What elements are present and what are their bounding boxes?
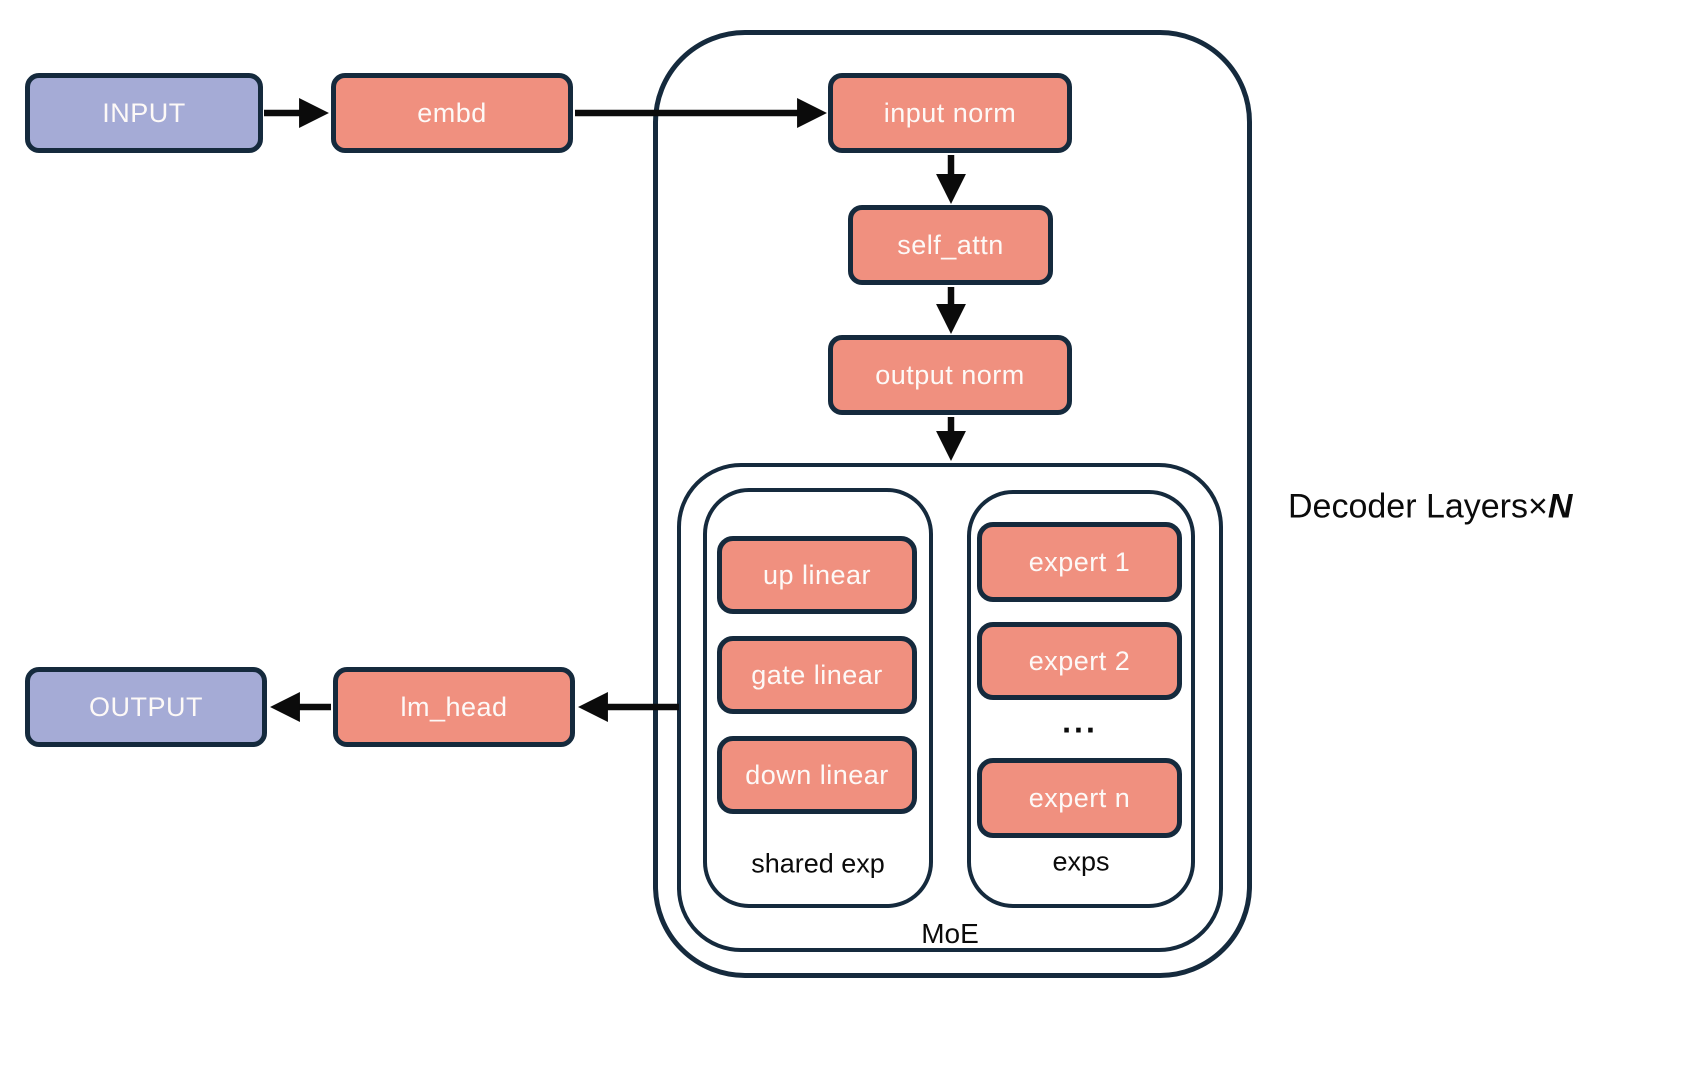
node-down-linear-label: down linear <box>745 759 889 790</box>
decoder-layers-caption: Decoder Layers×N <box>1288 488 1572 527</box>
node-output-norm: output norm <box>828 335 1072 415</box>
node-up-linear: up linear <box>717 536 917 614</box>
node-expert-2: expert 2 <box>977 622 1182 700</box>
node-lm-head-label: lm_head <box>400 691 508 722</box>
experts-caption: exps <box>1052 846 1110 877</box>
decoder-layers-caption-text: Decoder Layers <box>1288 487 1529 526</box>
node-input-norm-label: input norm <box>883 97 1017 128</box>
node-gate-linear: gate linear <box>717 636 917 714</box>
node-expert-2-label: expert 2 <box>1028 645 1131 676</box>
shared-expert-caption: shared exp <box>751 848 885 879</box>
node-lm-head: lm_head <box>333 667 575 747</box>
node-up-linear-label: up linear <box>762 559 872 590</box>
decoder-layers-container <box>653 30 1252 978</box>
node-expert-n: expert n <box>977 758 1182 838</box>
node-expert-1: expert 1 <box>977 522 1182 602</box>
node-output-norm-label: output norm <box>875 359 1025 390</box>
node-embd: embd <box>331 73 573 153</box>
node-output-label: OUTPUT <box>89 691 203 722</box>
node-down-linear: down linear <box>717 736 917 814</box>
moe-caption: MoE <box>921 918 979 949</box>
node-output: OUTPUT <box>25 667 267 747</box>
node-self-attn: self_attn <box>848 205 1053 285</box>
node-self-attn-label: self_attn <box>897 229 1004 260</box>
node-input: INPUT <box>25 73 263 153</box>
node-input-label: INPUT <box>102 97 186 128</box>
experts-container <box>967 490 1195 908</box>
node-expert-n-label: expert n <box>1028 782 1131 813</box>
node-input-norm: input norm <box>828 73 1072 153</box>
experts-ellipsis-label: ... <box>1062 703 1098 740</box>
shared-expert-container <box>703 488 933 908</box>
multiply-sign: × <box>1528 487 1548 526</box>
node-gate-linear-label: gate linear <box>751 659 883 690</box>
moe-container <box>677 463 1223 952</box>
node-embd-label: embd <box>417 97 487 128</box>
node-expert-1-label: expert 1 <box>1028 546 1131 577</box>
layer-count-variable: N <box>1547 487 1573 526</box>
